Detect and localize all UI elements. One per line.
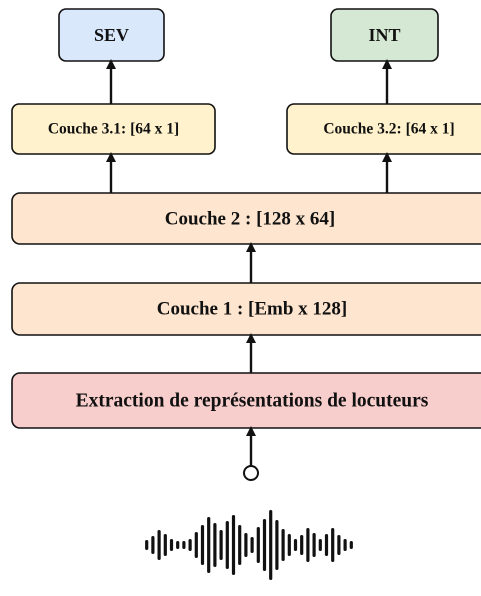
couche-3-1-node: Couche 3.1: [64 x 1] [11,103,216,155]
extraction-node: Extraction de représentations de locuteu… [11,372,481,429]
extraction-label: Extraction de représentations de locuteu… [76,391,429,412]
couche-2-node: Couche 2 : [128 x 64] [11,192,481,245]
waveform-bar [256,527,260,563]
waveform-bar [145,540,149,550]
waveform-bar [157,530,161,560]
waveform-bar [300,535,304,555]
waveform-bar [275,520,279,570]
waveform-bar [238,525,242,565]
input-port-circle [243,465,259,481]
waveform-bar [225,521,229,569]
couche-2-label: Couche 2 : [128 x 64] [165,209,335,230]
waveform-bar [244,533,248,557]
waveform-bar [176,541,180,549]
waveform-bar [306,528,310,562]
waveform-bar [194,532,198,558]
couche-1-label: Couche 1 : [Emb x 128] [157,299,348,320]
audio-waveform-icon [145,510,353,580]
waveform-bar [169,539,174,551]
couche-3-2-node: Couche 3.2: [64 x 1] [286,103,481,155]
waveform-bar [200,525,205,565]
waveform-bar [337,535,341,555]
waveform-bar [287,534,291,556]
waveform-bar [343,539,347,551]
int-output-node: INT [330,8,439,62]
sev-label: SEV [94,25,129,45]
waveform-bar [349,541,353,549]
sev-output-node: SEV [58,8,165,62]
waveform-bar [231,515,236,575]
couche-1-node: Couche 1 : [Emb x 128] [11,282,481,336]
waveform-bar [188,539,192,551]
waveform-bar [281,529,285,561]
waveform-bar [312,533,316,557]
waveform-bar [318,539,322,551]
waveform-bar [182,541,186,549]
waveform-bar [262,519,267,571]
waveform-bar [213,523,217,567]
waveform-bar [151,536,155,554]
waveform-bar [163,534,167,556]
waveform-bar [207,517,211,573]
waveform-bar [331,528,335,562]
waveform-bar [324,534,329,556]
waveform-bar [269,510,273,580]
waveform-bar [293,539,298,551]
waveform-bar [250,537,254,553]
couche-3-1-label: Couche 3.1: [64 x 1] [48,121,179,138]
waveform-bar [219,530,223,560]
int-label: INT [368,25,400,45]
couche-3-2-label: Couche 3.2: [64 x 1] [323,121,454,138]
